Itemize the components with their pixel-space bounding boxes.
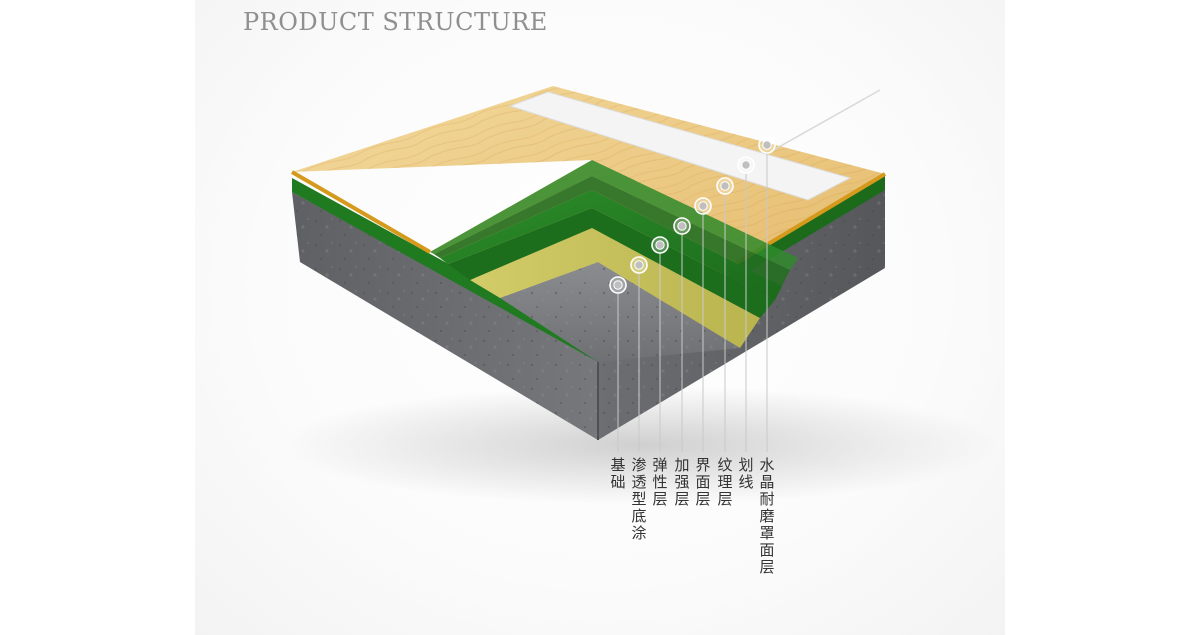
layer-label-primer: 渗透型底涂 (631, 456, 647, 542)
layer-label-texture: 纹理层 (717, 456, 733, 508)
exposed-base-texture (500, 262, 740, 362)
leader-lines (609, 136, 776, 452)
layer-label-lines: 划线 (738, 456, 754, 491)
line-marking-strip (508, 91, 852, 201)
layer-label-reinforce: 加强层 (674, 456, 690, 508)
layer-label-interface: 界面层 (695, 456, 711, 508)
marker-dot-interface (698, 201, 708, 211)
marker-dot-elastic (655, 240, 665, 250)
layer-label-topcoat: 水晶耐磨罩面层 (759, 456, 775, 576)
elastic-layer (448, 208, 775, 318)
marker-dot-texture (720, 181, 730, 191)
concrete-left-face-texture (292, 192, 598, 440)
marker-dot-primer (634, 260, 644, 270)
layer-label-elastic: 弹性层 (652, 456, 668, 508)
texture-layer (430, 160, 798, 270)
marker-dot-topcoat (762, 140, 772, 150)
interface-layer (434, 176, 790, 286)
marker-dot-reinforce (677, 221, 687, 231)
topcoat-sheet-edge (769, 89, 881, 153)
primer-layer (470, 228, 760, 348)
marker-dot-base (613, 280, 623, 290)
reinforce-layer (440, 190, 782, 300)
edge-strip-left (292, 178, 598, 362)
block-shadow (280, 385, 1000, 505)
marker-dot-lines (741, 160, 751, 170)
layer-label-base: 基础 (610, 456, 626, 491)
wood-edge-left (290, 170, 432, 254)
page-title: PRODUCT STRUCTURE (243, 8, 548, 36)
